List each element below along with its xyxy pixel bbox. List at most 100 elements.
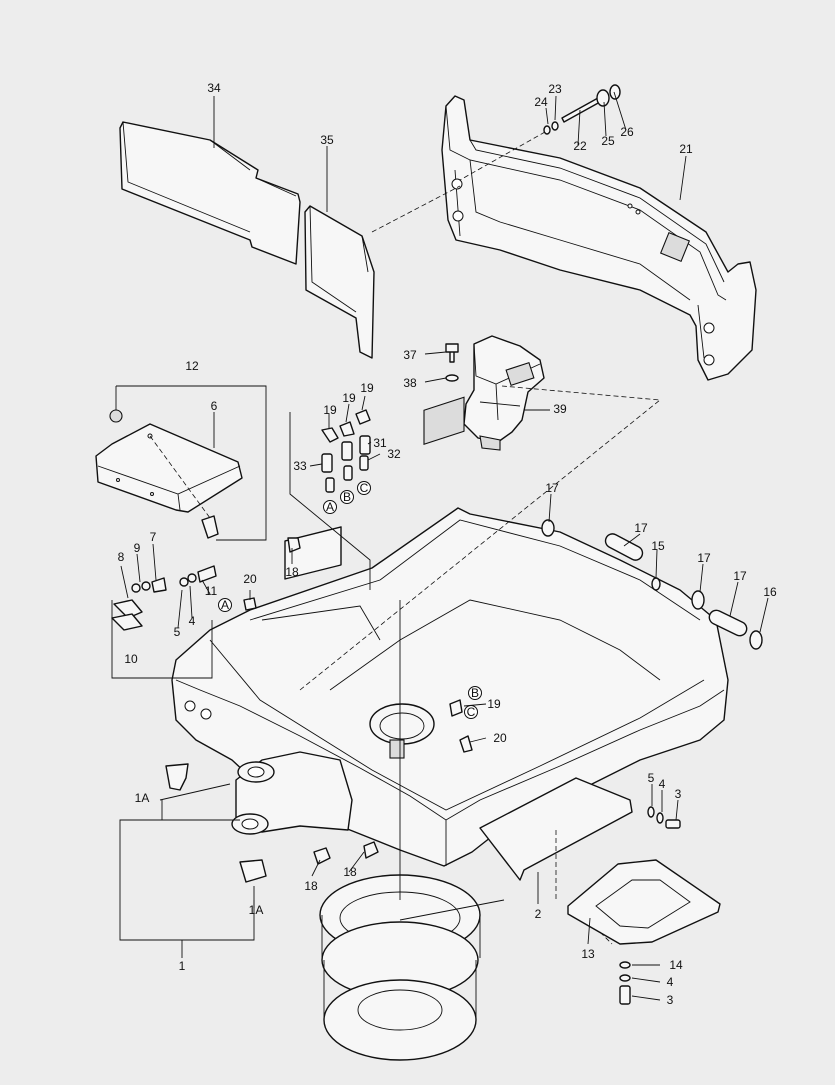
callout-32: 32	[387, 447, 401, 461]
washer-8	[131, 583, 141, 593]
callout-5a: 5	[174, 625, 181, 639]
callout-14: 14	[669, 958, 683, 972]
callout-34: 34	[207, 81, 221, 95]
washer-4b	[656, 812, 664, 824]
callout-2: 2	[535, 907, 542, 921]
elbow-19b	[339, 421, 355, 437]
callout-37: 37	[403, 348, 417, 362]
swivel-joint-39	[445, 335, 545, 451]
callout-20a: 20	[243, 572, 257, 586]
bushing-1A-upper	[165, 763, 189, 791]
washer-14	[619, 961, 631, 969]
callout-12: 12	[185, 359, 199, 373]
washer-23	[551, 121, 559, 131]
bolt-11	[197, 565, 217, 583]
port-label-A1: A	[326, 500, 334, 514]
elbow-19d	[449, 699, 463, 717]
seal-15	[651, 577, 661, 591]
ring-26	[609, 84, 621, 100]
bracket-hardware-group	[111, 565, 473, 753]
seal-17c	[691, 590, 705, 610]
port-circle-B1	[340, 490, 354, 504]
callout-7: 7	[150, 530, 157, 544]
washer-5a	[179, 577, 189, 587]
callout-38: 38	[403, 376, 417, 390]
port-label-B2: B	[471, 686, 479, 700]
callout-18a: 18	[285, 565, 299, 579]
callout-3a: 3	[675, 787, 682, 801]
grommet-12	[109, 409, 123, 423]
callout-8: 8	[118, 550, 125, 564]
counterweight-21	[441, 95, 757, 381]
washer-9	[141, 581, 151, 591]
callout-4b: 4	[659, 777, 666, 791]
grease-fittings-18	[287, 537, 379, 865]
callout-21: 21	[679, 142, 693, 156]
callout-9: 9	[134, 541, 141, 555]
callout-25: 25	[601, 134, 615, 148]
cover-strip-2	[479, 777, 633, 881]
callout-17d: 17	[733, 569, 747, 583]
leader-lines	[111, 91, 769, 1001]
cover-6	[95, 409, 243, 539]
seal-16	[749, 630, 763, 650]
port-circle-C2	[464, 705, 478, 719]
elbow-19a	[321, 427, 339, 443]
callout-1Aa: 1A	[135, 791, 150, 805]
fitting-20b	[459, 735, 473, 753]
callout-20b: 20	[493, 731, 507, 745]
callout-4a: 4	[189, 614, 196, 628]
callout-19d: 19	[487, 697, 501, 711]
access-plate-13	[567, 806, 721, 1005]
bracket-10a	[113, 599, 143, 619]
callout-35: 35	[320, 133, 334, 147]
callout-5b: 5	[648, 771, 655, 785]
hose-fittings-group	[321, 409, 371, 493]
bolt-3a	[665, 819, 681, 829]
port-label-C2: C	[467, 705, 476, 719]
callout-15: 15	[651, 539, 665, 553]
callout-17c: 17	[697, 551, 711, 565]
callout-11: 11	[205, 584, 218, 598]
callout-13: 13	[581, 947, 595, 961]
bolt-22	[561, 97, 601, 123]
fitting-20a	[243, 597, 257, 611]
callout-10: 10	[124, 652, 138, 666]
washer-4a	[187, 573, 197, 583]
swing-bearing	[319, 874, 481, 1061]
port-label-A2: A	[221, 598, 229, 612]
bushing-25	[596, 89, 610, 107]
callout-18b: 18	[304, 879, 318, 893]
callout-33: 33	[293, 459, 307, 473]
port-circle-A2	[218, 598, 232, 612]
bushing-1A-lower	[239, 859, 267, 883]
washer-5b	[647, 806, 655, 818]
callout-3b: 3	[667, 993, 674, 1007]
counterweight-bolt-group	[459, 84, 621, 181]
port-circle-B2	[468, 686, 482, 700]
seal-17a	[541, 519, 555, 537]
swing-bracket-1	[165, 751, 353, 883]
washer-4c	[619, 974, 631, 982]
callout-26: 26	[620, 125, 634, 139]
port-circle-C1	[357, 481, 371, 495]
callout-19c: 19	[360, 381, 374, 395]
filler-block-34	[119, 121, 301, 265]
callout-19b: 19	[342, 391, 356, 405]
callout-31: 31	[373, 436, 387, 450]
filler-block-35	[304, 205, 375, 359]
callout-1Ab: 1A	[249, 903, 264, 917]
bracket-10b	[111, 613, 143, 631]
seal-17d	[708, 609, 748, 637]
callout-24: 24	[534, 95, 548, 109]
callout-6: 6	[211, 399, 218, 413]
bolt-3b	[619, 985, 631, 1005]
port-circle-A1	[323, 500, 337, 514]
callout-22: 22	[573, 139, 587, 153]
washer-24	[543, 125, 551, 135]
callout-19a: 19	[323, 403, 337, 417]
